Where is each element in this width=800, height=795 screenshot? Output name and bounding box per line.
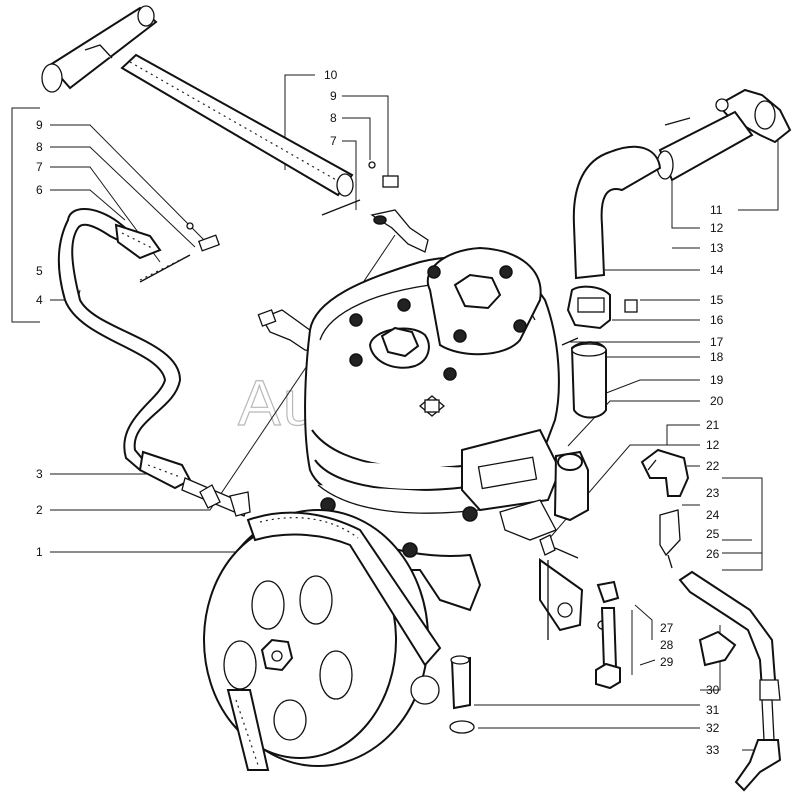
label: 8 [330, 111, 337, 125]
air-intake-hose [41, 5, 354, 197]
label: 23 [706, 486, 720, 500]
label: 19 [710, 373, 724, 387]
label: 9 [36, 118, 43, 132]
label: 20 [710, 394, 724, 408]
right-intake-pipe [572, 88, 792, 280]
label: 33 [706, 743, 720, 757]
label: 8 [36, 140, 43, 154]
label: 17 [710, 335, 724, 349]
label: 13 [710, 241, 724, 255]
top-labels: 10 9 8 7 [324, 68, 338, 148]
label: 12 [710, 221, 724, 235]
right-labels: 11 12 13 14 15 16 17 18 19 20 21 12 22 2… [660, 203, 724, 757]
right-pipe-assembly [640, 448, 782, 792]
label: 29 [660, 655, 674, 669]
label: 1 [36, 545, 43, 559]
label: 2 [36, 503, 43, 517]
label: 27 [660, 621, 674, 635]
label: 30 [706, 683, 720, 697]
label: 31 [706, 703, 720, 717]
label: 10 [324, 68, 338, 82]
label: 32 [706, 721, 720, 735]
label: 14 [710, 263, 724, 277]
label: 28 [660, 638, 674, 652]
label: 21 [706, 418, 720, 432]
label: 11 [710, 203, 723, 217]
leader-lines [11, 74, 779, 751]
label: 24 [706, 508, 720, 522]
right-small-parts [561, 285, 638, 419]
drive-pulley [203, 509, 442, 771]
label: 3 [36, 467, 43, 481]
bottom-fasteners [449, 534, 621, 734]
label: 12 [706, 438, 720, 452]
left-hose-assembly [57, 208, 251, 517]
label: 6 [36, 183, 43, 197]
label: 7 [330, 134, 337, 148]
compressor-body [304, 246, 589, 640]
label: 5 [36, 264, 43, 278]
label: 4 [36, 293, 43, 307]
hose-clamps-top [321, 161, 429, 253]
label: 9 [330, 89, 337, 103]
label: 22 [706, 459, 720, 473]
label: 18 [710, 350, 724, 364]
label: 15 [710, 293, 724, 307]
label: 7 [36, 160, 43, 174]
label: 16 [710, 313, 724, 327]
label: 26 [706, 547, 720, 561]
left-labels: 9 8 7 6 5 4 3 2 1 [36, 118, 43, 559]
label: 25 [706, 527, 720, 541]
